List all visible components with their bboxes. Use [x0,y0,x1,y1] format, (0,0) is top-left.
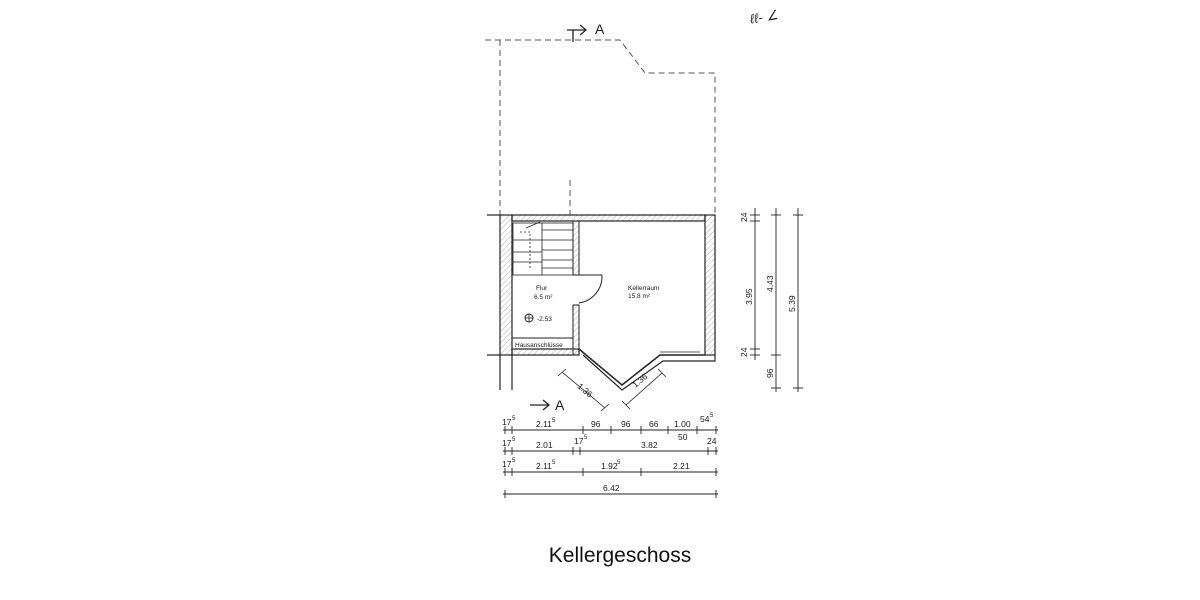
dim-r3-c-sup: 5 [617,460,621,466]
diagonal-dimensions [557,368,667,412]
dim-r4-total: 6.42 [603,483,620,493]
dim-r3-c: 1.92 [601,461,618,471]
section-label-top: A [595,21,605,37]
section-marker-top: A [567,21,605,42]
dim-v1: 24 [739,212,749,222]
dim-r1-f: 1.00 [674,419,691,429]
terrace-outline [485,39,716,215]
dim-r1-d: 96 [621,419,631,429]
dim-r3-d: 2.21 [673,461,690,471]
dim-r1-b-sup: 5 [552,418,556,424]
dim-r2-b: 2.01 [536,440,553,450]
drawing-title: Kellergeschoss [548,544,692,567]
dim-r1-b: 2.11 [536,419,552,429]
dim-r2-c-sup: 5 [584,435,588,441]
section-marker-bottom: A [530,397,565,413]
utility-label: Hausanschlüsse [515,342,563,349]
level-value: -2.53 [537,316,552,323]
dim-r2-a: 17 [502,438,512,448]
dim-r1-f-sub: 50 [678,432,688,442]
dim-v2: 3.95 [744,288,754,305]
dim-r1-c: 96 [591,419,601,429]
dim-r3-a: 17 [502,459,512,469]
dim-v3: 24 [739,347,749,357]
dim-r3-b: 2.11 [536,461,552,471]
dim-r2-e: 24 [707,436,717,446]
level-icon [524,313,534,323]
dim-r2-d: 3.82 [641,440,658,450]
dim-r2-c: 17 [574,436,584,446]
room-area-kellerraum: 15.8 m² [628,293,651,300]
dim-r1-a: 17 [502,417,512,427]
dim-v6: 5.39 [787,295,797,312]
dim-r3-a-sup: 5 [512,458,516,464]
dim-r1-g: 54 [700,414,710,424]
staircase [512,221,574,276]
dim-r1-e: 66 [649,419,659,429]
section-label-bottom: A [555,397,565,413]
door-swing [578,274,603,304]
corner-note: ℓℓ- ∠ [749,7,780,27]
dim-v4: 96 [765,368,775,378]
building-walls [487,214,716,391]
dim-v5: 4.43 [765,275,775,292]
dim-r2-a-sup: 5 [512,437,516,443]
room-name-kellerraum: Kellerraum [628,285,659,292]
room-name-flur: Flur [536,285,548,292]
room-area-flur: 6.5 m² [534,294,553,301]
dimension-lines [503,426,718,498]
vertical-dimension-lines [750,208,803,392]
dim-r1-a-sup: 5 [512,416,516,422]
dim-r1-g-sup: 5 [710,413,714,419]
dim-r3-b-sup: 5 [552,460,556,466]
